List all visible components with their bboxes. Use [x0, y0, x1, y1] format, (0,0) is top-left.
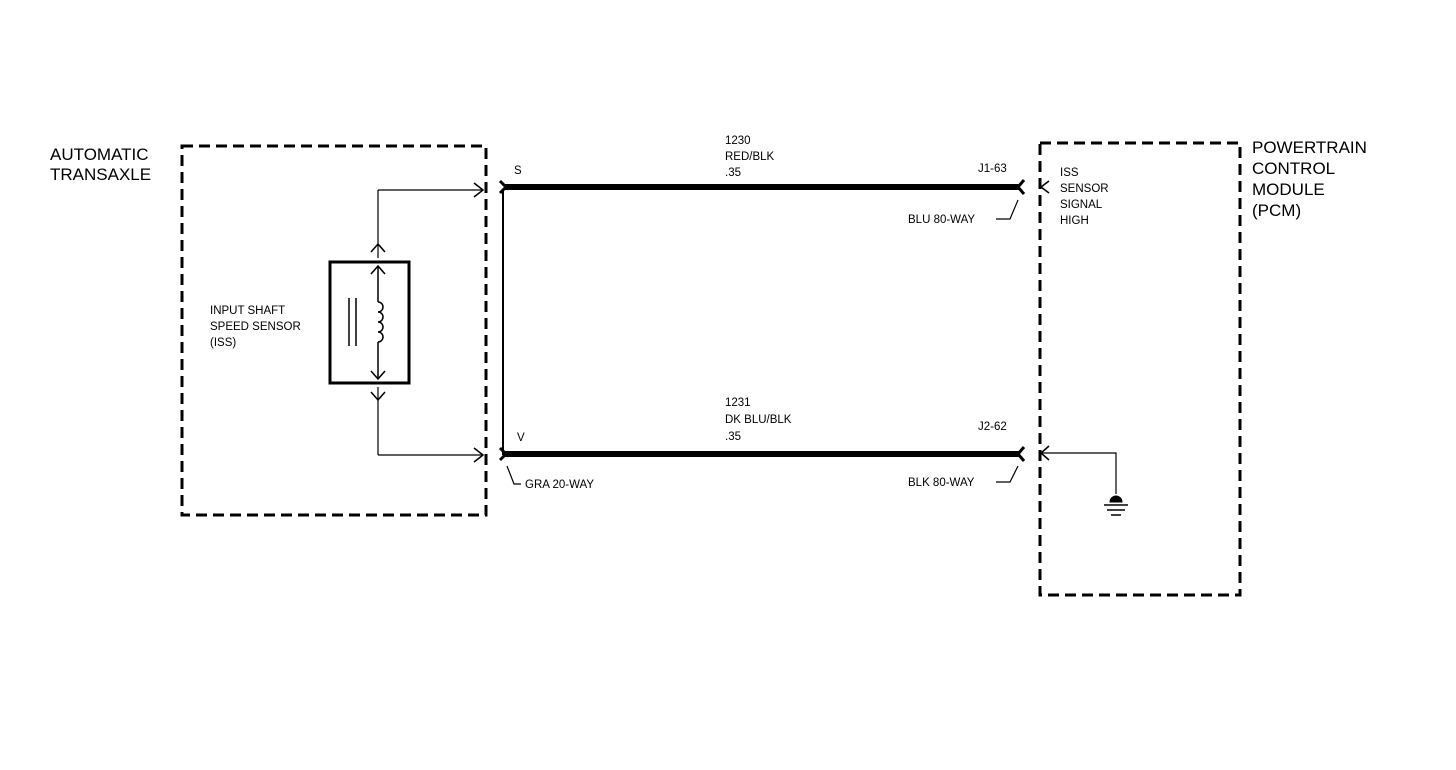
arrow-left-icon: [1039, 445, 1050, 461]
transaxle-box: [180, 144, 488, 517]
wire-bottom-circuit: 1231: [725, 397, 751, 409]
pcm-title-line1: POWERTRAIN: [1252, 138, 1367, 157]
pcm-signal-line4: HIGH: [1060, 215, 1089, 227]
pcm-signal-line1: ISS: [1060, 167, 1079, 179]
wire-top-left-pin: S: [514, 165, 522, 177]
arrow-down-icon: [370, 370, 386, 381]
arrow-up-icon: [370, 264, 386, 275]
wire-bottom-right-pin: J2-62: [978, 421, 1007, 433]
wire-top-right-connector: BLU 80-WAY: [908, 214, 975, 226]
pcm-box: [1038, 141, 1242, 597]
pcm-title-line2: CONTROL: [1252, 159, 1335, 178]
transaxle-title-line1: AUTOMATIC: [50, 145, 149, 164]
sensor-label-line1: INPUT SHAFT: [210, 305, 285, 317]
wire-top-circuit: 1230: [725, 135, 751, 147]
wire-top-right-pin: J1-63: [978, 163, 1007, 175]
arrow-right-icon: [473, 447, 485, 463]
wire-bottom-color: DK BLU/BLK: [725, 414, 792, 426]
pcm-signal-line2: SENSOR: [1060, 183, 1109, 195]
connector-callout: [996, 199, 1019, 220]
connector-callout: [506, 465, 521, 485]
arrow-down-icon: [370, 391, 386, 402]
arrow-up-icon: [370, 242, 386, 253]
connector-end-icon: [1016, 446, 1026, 462]
pcm-signal-line3: SIGNAL: [1060, 199, 1103, 211]
arrow-right-icon: [473, 182, 485, 198]
wire-bottom-left-pin: V: [517, 432, 525, 444]
connector-end-icon: [498, 446, 509, 462]
wire-top-color: RED/BLK: [725, 151, 775, 163]
connector-callout: [996, 465, 1019, 483]
transaxle-title-line2: TRANSAXLE: [50, 165, 151, 184]
sensor-coil: [377, 301, 384, 343]
pcm-title-line3: MODULE: [1252, 180, 1325, 199]
wire-bottom-gauge: .35: [725, 431, 741, 443]
sensor-label-line3: (ISS): [210, 337, 236, 349]
connector-end-icon: [498, 179, 509, 195]
wire-1230: [498, 179, 1026, 195]
ground-icon: [1104, 495, 1128, 516]
wire-top-gauge: .35: [725, 167, 741, 179]
iss-sensor: [328, 182, 485, 463]
wire-1231: [498, 446, 1026, 462]
wire-bottom-right-connector: BLK 80-WAY: [908, 477, 975, 489]
ground-lead: [1042, 452, 1117, 494]
wire-bottom-left-connector: GRA 20-WAY: [525, 479, 594, 491]
sensor-body: [328, 260, 411, 385]
pcm-title-line4: (PCM): [1252, 201, 1301, 220]
connector-end-icon: [1016, 179, 1026, 195]
arrow-left-icon: [1039, 180, 1050, 194]
sensor-label-line2: SPEED SENSOR: [210, 321, 301, 333]
